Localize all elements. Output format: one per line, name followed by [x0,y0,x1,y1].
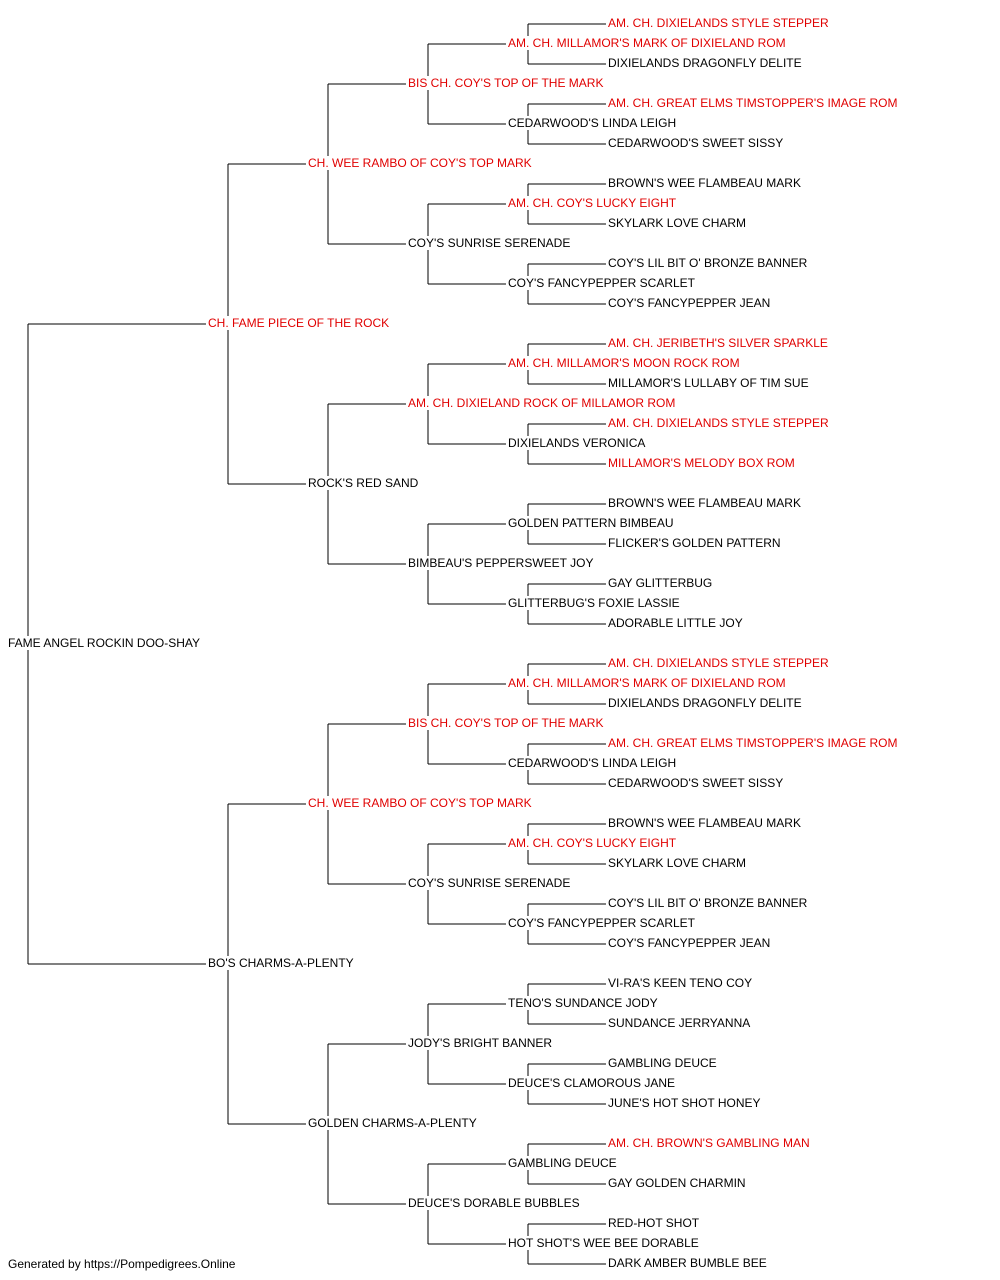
pedigree-entry: RED-HOT SHOT [608,1216,702,1230]
pedigree-entry: AM. CH. DIXIELANDS STYLE STEPPER [608,416,831,430]
pedigree-entry: GAMBLING DEUCE [508,1156,619,1170]
pedigree-entry: GOLDEN PATTERN BIMBEAU [508,516,676,530]
pedigree-entry: COY'S FANCYPEPPER SCARLET [508,276,698,290]
pedigree-entry: BIS CH. COY'S TOP OF THE MARK [408,76,606,90]
pedigree-entry: AM. CH. JERIBETH'S SILVER SPARKLE [608,336,830,350]
pedigree-entry: COY'S SUNRISE SERENADE [408,236,573,250]
pedigree-entry: AM. CH. DIXIELAND ROCK OF MILLAMOR ROM [408,396,678,410]
pedigree-entry: SUNDANCE JERRYANNA [608,1016,753,1030]
pedigree-entry: TENO'S SUNDANCE JODY [508,996,660,1010]
pedigree-entry: JODY'S BRIGHT BANNER [408,1036,555,1050]
pedigree-entry: CH. WEE RAMBO OF COY'S TOP MARK [308,796,534,810]
pedigree-entry: MILLAMOR'S LULLABY OF TIM SUE [608,376,811,390]
pedigree-entry: AM. CH. BROWN'S GAMBLING MAN [608,1136,812,1150]
pedigree-entry: CEDARWOOD'S LINDA LEIGH [508,756,679,770]
pedigree-entry: BIS CH. COY'S TOP OF THE MARK [408,716,606,730]
pedigree-entry: CEDARWOOD'S SWEET SISSY [608,136,786,150]
pedigree-entry: AM. CH. COY'S LUCKY EIGHT [508,836,679,850]
pedigree-entry: COY'S FANCYPEPPER SCARLET [508,916,698,930]
pedigree-entry: AM. CH. DIXIELANDS STYLE STEPPER [608,16,831,30]
pedigree-entry: VI-RA'S KEEN TENO COY [608,976,755,990]
pedigree-entry: DEUCE'S DORABLE BUBBLES [408,1196,582,1210]
pedigree-entry: DIXIELANDS DRAGONFLY DELITE [608,56,804,70]
pedigree-entry: COY'S SUNRISE SERENADE [408,876,573,890]
pedigree-entry: JUNE'S HOT SHOT HONEY [608,1096,763,1110]
footer-credit: Generated by https://Pompedigrees.Online [8,1257,236,1271]
pedigree-entry: DARK AMBER BUMBLE BEE [608,1256,769,1270]
pedigree-entry: ROCK'S RED SAND [308,476,421,490]
pedigree-entry: SKYLARK LOVE CHARM [608,856,749,870]
pedigree-entry: AM. CH. MILLAMOR'S MARK OF DIXIELAND ROM [508,36,788,50]
pedigree-entry: SKYLARK LOVE CHARM [608,216,749,230]
pedigree-entry: DIXIELANDS DRAGONFLY DELITE [608,696,804,710]
pedigree-entry: AM. CH. DIXIELANDS STYLE STEPPER [608,656,831,670]
pedigree-entry: DIXIELANDS VERONICA [508,436,648,450]
pedigree-entry: CEDARWOOD'S SWEET SISSY [608,776,786,790]
pedigree-entry: AM. CH. GREAT ELMS TIMSTOPPER'S IMAGE RO… [608,96,900,110]
pedigree-entry: AM. CH. MILLAMOR'S MARK OF DIXIELAND ROM [508,676,788,690]
pedigree-entry: BIMBEAU'S PEPPERSWEET JOY [408,556,596,570]
pedigree-entry: HOT SHOT'S WEE BEE DORABLE [508,1236,701,1250]
pedigree-entry: FLICKER'S GOLDEN PATTERN [608,536,783,550]
pedigree-entry: CEDARWOOD'S LINDA LEIGH [508,116,679,130]
pedigree-entry: GLITTERBUG'S FOXIE LASSIE [508,596,682,610]
pedigree-entry: GAY GLITTERBUG [608,576,715,590]
pedigree-entry: GOLDEN CHARMS-A-PLENTY [308,1116,479,1130]
pedigree-entry: GAY GOLDEN CHARMIN [608,1176,748,1190]
pedigree-entry: AM. CH. GREAT ELMS TIMSTOPPER'S IMAGE RO… [608,736,900,750]
pedigree-entry: ADORABLE LITTLE JOY [608,616,745,630]
pedigree-entry: COY'S FANCYPEPPER JEAN [608,296,773,310]
pedigree-entry: AM. CH. COY'S LUCKY EIGHT [508,196,679,210]
pedigree-entry: BROWN'S WEE FLAMBEAU MARK [608,496,803,510]
pedigree-entry: FAME ANGEL ROCKIN DOO-SHAY [8,636,203,650]
pedigree-entry: AM. CH. MILLAMOR'S MOON ROCK ROM [508,356,742,370]
pedigree-entry: COY'S FANCYPEPPER JEAN [608,936,773,950]
pedigree-entry: COY'S LIL BIT O' BRONZE BANNER [608,256,810,270]
pedigree-entry: BROWN'S WEE FLAMBEAU MARK [608,816,803,830]
pedigree-entry: BO'S CHARMS-A-PLENTY [208,956,356,970]
pedigree-entry: CH. FAME PIECE OF THE ROCK [208,316,392,330]
pedigree-entry: GAMBLING DEUCE [608,1056,719,1070]
pedigree-entry: COY'S LIL BIT O' BRONZE BANNER [608,896,810,910]
pedigree-entry: MILLAMOR'S MELODY BOX ROM [608,456,797,470]
pedigree-entry: BROWN'S WEE FLAMBEAU MARK [608,176,803,190]
pedigree-entry: CH. WEE RAMBO OF COY'S TOP MARK [308,156,534,170]
pedigree-entry: DEUCE'S CLAMOROUS JANE [508,1076,677,1090]
